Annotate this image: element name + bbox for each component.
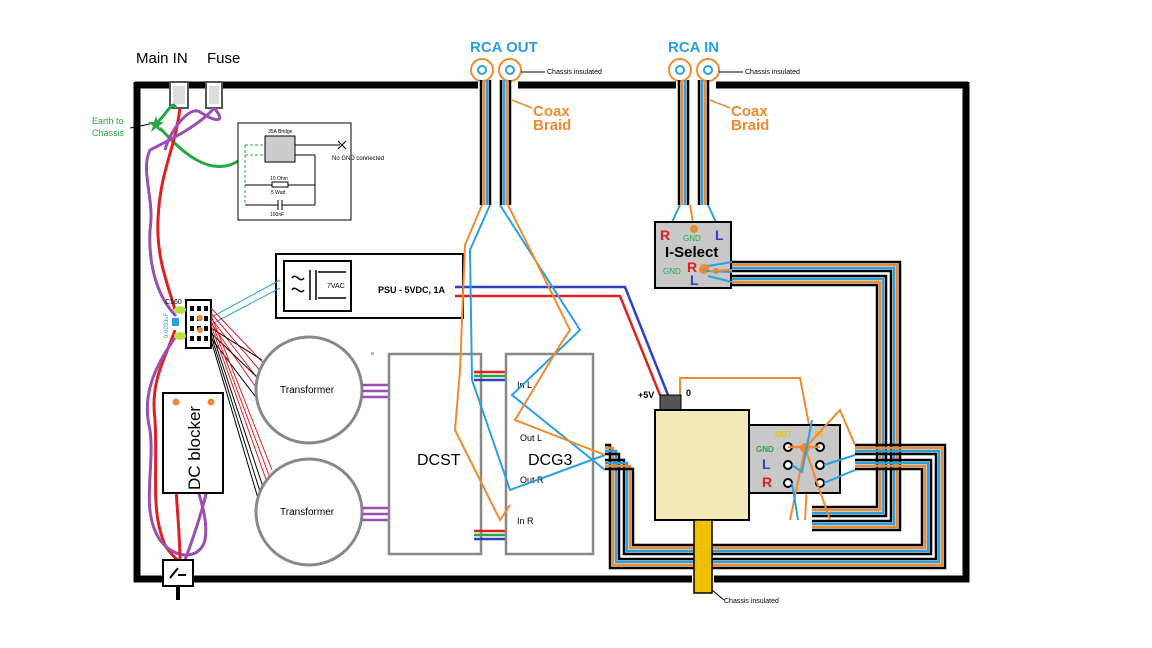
zero-label: 0 — [686, 388, 691, 398]
resistor-watt-label: 5 Watt — [271, 190, 286, 196]
rca-out-coax-line2: Braid — [533, 117, 571, 134]
rca-in-label: RCA IN — [668, 39, 719, 56]
fuse-label: Fuse — [207, 50, 240, 67]
rca-out: RCA OUT Chassis insulated Coax Braid — [470, 39, 602, 205]
mains-inlet: Main IN Fuse — [136, 50, 240, 109]
transformer-2: Transformer — [254, 457, 364, 567]
selector-l-label: L — [762, 456, 771, 472]
dc-blocker: DC blocker — [162, 392, 224, 494]
bridge-label: 35A Bridge — [268, 129, 293, 135]
chassis — [133, 81, 970, 583]
main-in-label: Main IN — [136, 50, 188, 67]
earth-label-line1: Earth to — [92, 116, 124, 126]
bridge-schematic: 35A Bridge No GND connected 10 Ohm 5 Wat… — [237, 122, 384, 221]
relay-insulated-label: Chassis insulated — [724, 598, 779, 605]
iselect-l-out: L — [690, 272, 699, 288]
rca-out-insulated-label: Chassis insulated — [547, 69, 602, 76]
dcg3-label: DCG3 — [528, 452, 573, 469]
c160-label: C160 — [165, 299, 182, 306]
psu-label: PSU - 5VDC, 1A — [378, 285, 446, 295]
iselect-l-in: L — [715, 227, 724, 243]
capacitor-label: 100nF — [270, 212, 284, 218]
rca-in-insulated-label: Chassis insulated — [745, 69, 800, 76]
c160-block: C160 0.0033uF — [164, 299, 212, 349]
dcg3-board: DCG3 In L Out L Out R In R — [504, 352, 595, 556]
transformer-1-label: Transformer — [280, 385, 335, 396]
selector-in-label: IN — [815, 430, 823, 439]
dc-blocker-label: DC blocker — [185, 406, 204, 490]
selector-out-label: OUT — [775, 430, 792, 439]
psu-voltage-label: 7VAC — [327, 283, 345, 290]
dcg3-out-l: Out L — [520, 433, 542, 443]
dcg3-out-r: Out R — [520, 475, 544, 485]
selector-gnd-label: GND — [756, 445, 774, 454]
selector-r-label: R — [762, 474, 772, 490]
earth-to-chassis: Earth to Chassis — [92, 103, 261, 168]
dcst-label: DCST — [417, 452, 461, 469]
relay-board: +5V 0 Chassis insulated — [638, 377, 812, 605]
iselect-board: R GND L I-Select GND R L — [654, 221, 733, 289]
iselect-gnd-out: GND — [663, 267, 681, 276]
resistor-label: 10 Ohm — [270, 176, 288, 182]
iselect-title: I-Select — [665, 244, 718, 261]
dcst-board: DCST — [387, 352, 483, 556]
dcg3-in-l: In L — [517, 380, 532, 390]
power-switch — [162, 559, 194, 600]
iselect-r-in: R — [660, 227, 670, 243]
rca-out-coax-line1: Coax — [533, 103, 570, 120]
psu-transformer-icon — [291, 270, 346, 300]
rca-in-coax-line1: Coax — [731, 103, 768, 120]
iselect-gnd-in: GND — [683, 234, 701, 243]
earth-label-line2: Chassis — [92, 128, 125, 138]
plus5v-label: +5V — [638, 390, 654, 400]
rca-in: RCA IN Chassis insulated Coax Braid — [668, 39, 800, 205]
iselect-r-out: R — [687, 259, 697, 275]
no-gnd-label: No GND connected — [332, 156, 384, 162]
dcg3-in-r: In R — [517, 516, 534, 526]
transformer-1: Transformer — [254, 335, 364, 445]
rca-in-coax-line2: Braid — [731, 117, 769, 134]
cap-value-label: 0.0033uF — [164, 312, 170, 338]
output-selector: OUT IN GND L R — [748, 408, 856, 521]
psu: 7VAC PSU - 5VDC, 1A — [275, 253, 464, 319]
transformer-2-label: Transformer — [280, 507, 335, 518]
rca-out-label: RCA OUT — [470, 39, 538, 56]
